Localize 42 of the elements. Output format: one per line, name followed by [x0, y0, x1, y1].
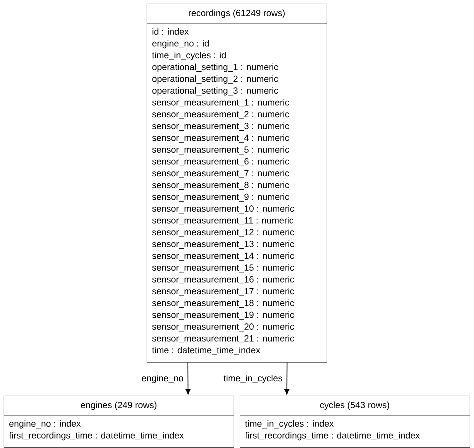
- table-box: [240, 396, 470, 448]
- edge-label: time_in_cycles: [222, 374, 284, 384]
- field-row: sensor_measurement_7 : numeric: [152, 170, 290, 178]
- field-row: operational_setting_2 : numeric: [152, 76, 278, 84]
- arrow: [186, 362, 191, 395]
- field-row: sensor_measurement_15 : numeric: [152, 264, 294, 273]
- field-row: sensor_measurement_8 : numeric: [152, 182, 290, 190]
- edge-label: engine_no: [140, 374, 185, 384]
- field-row: time_in_cycles : index: [245, 420, 334, 429]
- field-row: sensor_measurement_20 : numeric: [152, 323, 294, 332]
- field-row: sensor_measurement_16 : numeric: [152, 276, 294, 284]
- field-row: sensor_measurement_18 : numeric: [152, 300, 294, 308]
- field-row: operational_setting_3 : numeric: [152, 87, 278, 96]
- field-row: sensor_measurement_13 : numeric: [152, 240, 294, 250]
- field-row: sensor_measurement_17 : numeric: [152, 288, 294, 296]
- field-row: sensor_measurement_19 : numeric: [152, 312, 294, 320]
- field-row: sensor_measurement_14 : numeric: [152, 252, 294, 261]
- field-row: sensor_measurement_3 : numeric: [152, 122, 290, 132]
- table-title: engines (249 rows): [81, 402, 157, 410]
- field-row: sensor_measurement_5 : numeric: [152, 146, 290, 155]
- table-title: cycles (543 rows): [320, 402, 390, 410]
- field-row: id : index: [152, 28, 189, 35]
- field-row: sensor_measurement_11 : numeric: [152, 217, 294, 226]
- field-row: operational_setting_1 : numeric: [152, 64, 278, 72]
- field-row: engine_no : index: [10, 420, 81, 429]
- field-row: sensor_measurement_21 : numeric: [152, 335, 294, 344]
- arrow: [284, 362, 290, 395]
- field-row: sensor_measurement_1 : numeric: [152, 99, 290, 108]
- field-row: time : datetime_time_index: [152, 346, 260, 356]
- table-title: recordings (61249 rows): [189, 10, 285, 18]
- field-row: engine_no : id: [152, 40, 209, 49]
- field-row: sensor_measurement_4 : numeric: [152, 134, 290, 143]
- field-row: first_recordings_time : datetime_time_index: [245, 432, 420, 441]
- table-box: [146, 4, 328, 363]
- field-row: sensor_measurement_2 : numeric: [152, 110, 290, 120]
- field-row: time_in_cycles : id: [152, 52, 226, 60]
- field-row: first_recordings_time : datetime_time_index: [9, 432, 184, 441]
- table-box: [4, 396, 234, 448]
- field-row: sensor_measurement_9 : numeric: [152, 194, 290, 202]
- field-row: sensor_measurement_10 : numeric: [152, 205, 294, 214]
- field-row: sensor_measurement_12 : numeric: [152, 228, 294, 238]
- field-row: sensor_measurement_6 : numeric: [152, 158, 290, 166]
